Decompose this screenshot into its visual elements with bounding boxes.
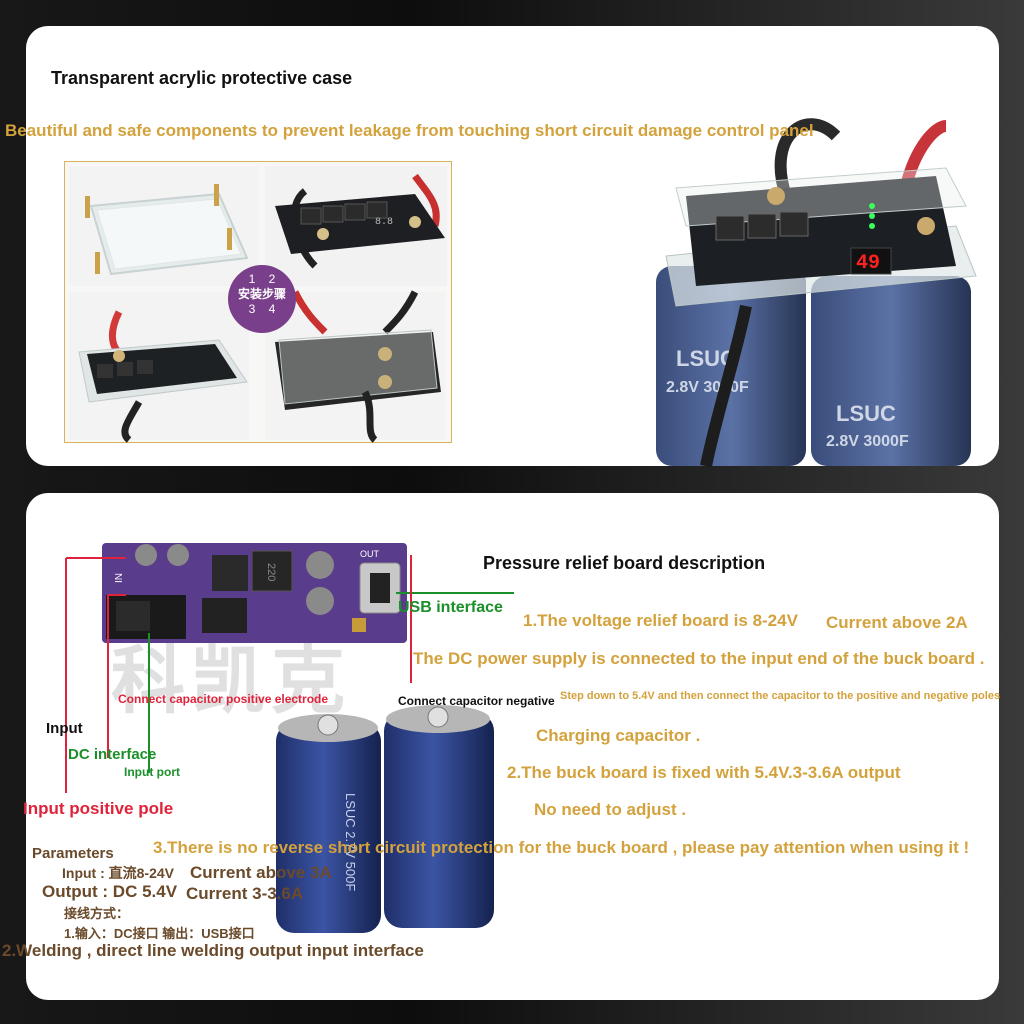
buck-board-image: IN OUT 220 [102, 543, 407, 643]
case-mounted-photo [265, 290, 445, 443]
capacitor-pack-photo: LSUC 2.8V 3000F LSUC 2.8V 3000F 49 [656, 118, 977, 468]
description-line-2: The DC power supply is connected to the … [413, 649, 985, 668]
pressure-relief-title: Pressure relief board description [483, 553, 766, 573]
description-line-6: No need to adjust . [534, 800, 687, 819]
parameters-wiring-detail: 1.输入：DC接口 输出：USB接口 [64, 926, 255, 941]
supercapacitor-image: LSUC 2.7V 500F [276, 705, 494, 933]
pressure-relief-card: 科凯克 IN OUT 220 LSUC 2.7V 500F [2, 493, 1001, 1000]
acrylic-case-subtitle: Beautiful and safe components to prevent… [5, 121, 814, 140]
description-line-7: 3.There is no reverse short circuit prot… [153, 838, 970, 857]
control-board-photo: 8.8 [265, 166, 447, 286]
acrylic-plate-photo [69, 166, 259, 286]
connect-positive-label: Connect capacitor positive electrode [118, 692, 329, 706]
acrylic-case-title: Transparent acrylic protective case [51, 68, 353, 88]
capacitor-side-label: LSUC 2.7V 500F [343, 793, 358, 891]
acrylic-case-card: Transparent acrylic protective case 8.8 [5, 26, 999, 468]
parameters-welding: 2.Welding , direct line welding output i… [2, 941, 424, 960]
inductor-label: 220 [265, 563, 277, 581]
svg-text:2.8V 3000F: 2.8V 3000F [826, 433, 909, 450]
usb-interface-label: USB interface [398, 599, 503, 616]
parameters-input-current: Current above 3A [190, 863, 332, 882]
dc-interface-label: DC interface [68, 746, 157, 763]
svg-text:2.8V 3000F: 2.8V 3000F [666, 379, 749, 396]
description-line-1b: Current above 2A [826, 613, 968, 632]
input-label: Input [46, 720, 83, 737]
parameters-title: Parameters [32, 845, 114, 862]
description-line-3: Step down to 5.4V and then connect the c… [560, 690, 1001, 702]
svg-text:8.8: 8.8 [375, 217, 393, 228]
parameters-input: Input : 直流8-24V [62, 865, 175, 881]
board-out-label: OUT [360, 549, 380, 559]
assembled-board-photo [69, 292, 249, 443]
installation-steps-collage: 8.8 1 2 安装步骤 3 4 [64, 161, 452, 443]
input-positive-pole-label: Input positive pole [23, 799, 174, 818]
input-port-label: Input port [124, 765, 180, 779]
installation-steps-badge: 1 2 安装步骤 3 4 [228, 265, 296, 333]
board-in-label: IN [114, 573, 125, 583]
parameters-wiring: 接线方式： [64, 906, 130, 921]
description-line-5: 2.The buck board is fixed with 5.4V.3-3.… [507, 763, 901, 782]
parameters-output: Output : DC 5.4V [42, 882, 178, 901]
wiring-callout-lines [65, 555, 514, 793]
led-display-value: 49 [856, 252, 880, 275]
capacitor-right-label: LSUC [836, 401, 896, 426]
description-line-4: Charging capacitor . [536, 726, 701, 745]
description-line-1: 1.The voltage relief board is 8-24V [523, 611, 798, 630]
connect-negative-label: Connect capacitor negative [398, 694, 555, 708]
parameters-output-current: Current 3-3.6A [186, 884, 304, 903]
